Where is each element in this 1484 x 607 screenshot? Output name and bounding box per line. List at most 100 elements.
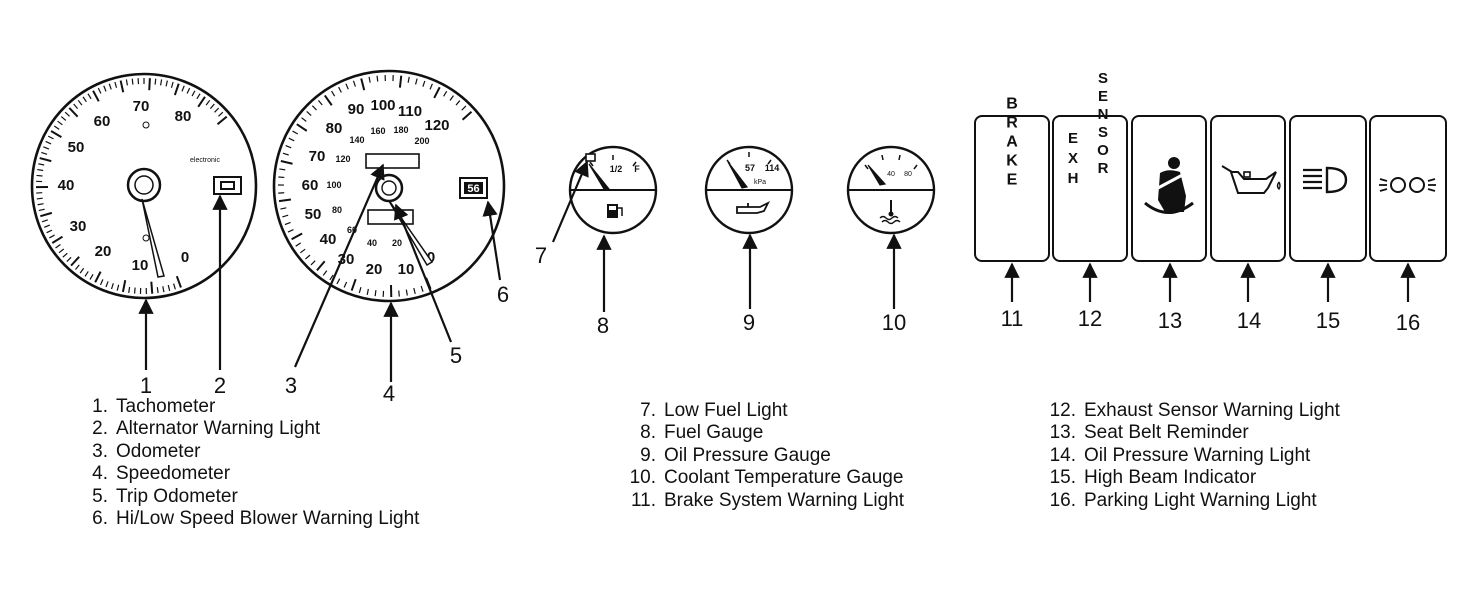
- kmh-num-100: 100: [326, 180, 341, 190]
- speedometer-tick: [350, 278, 357, 291]
- speedo-num-70: 70: [309, 148, 326, 165]
- coolant-mark-40: 40: [887, 171, 895, 178]
- speedometer-tick: [420, 285, 424, 292]
- callout-3: 3: [285, 373, 297, 398]
- legend-text: Exhaust Sensor Warning Light: [1084, 400, 1340, 421]
- legend-column-3: 12.Exhaust Sensor Warning Light 13.Seat …: [1046, 400, 1340, 512]
- legend-item: 4.Speedometer: [78, 463, 419, 485]
- speedometer-tick: [398, 290, 400, 297]
- speedometer-tick: [461, 105, 467, 111]
- speedo-num-60: 60: [302, 177, 319, 194]
- speedo-num-90: 90: [348, 101, 365, 118]
- legend-number: 9.: [640, 444, 656, 466]
- speedometer-tick: [415, 78, 418, 85]
- fuel-needle: [588, 163, 611, 190]
- coolant-needle: [867, 164, 887, 186]
- callout-13: 13: [1158, 308, 1182, 333]
- legend-text: Fuel Gauge: [664, 422, 764, 444]
- speedometer-tick: [343, 281, 348, 288]
- fuel-mark-half: 1/2: [610, 164, 623, 174]
- legend-item: 8.Fuel Gauge: [626, 422, 904, 444]
- tachometer-tick: [43, 146, 50, 150]
- callout-7: 7: [535, 243, 547, 268]
- callout-4: 4: [383, 381, 395, 406]
- legend-column-1: 1.Tachometer 2.Alternator Warning Light …: [78, 396, 419, 530]
- callout-16: 16: [1396, 310, 1420, 335]
- legend-number: 10.: [629, 467, 656, 489]
- kmh-num-80: 80: [332, 205, 342, 215]
- brake-warning-light: [974, 115, 1050, 262]
- tachometer-tick: [36, 197, 43, 200]
- speedometer-tick: [422, 80, 426, 87]
- speedo-num-80: 80: [326, 120, 343, 137]
- legend-text: Tachometer: [116, 396, 216, 417]
- tachometer-tick: [181, 85, 185, 92]
- legend-item: 6.Hi/Low Speed Blower Warning Light: [78, 508, 419, 530]
- kmh-num-20: 20: [392, 238, 402, 248]
- tach-num-10: 10: [132, 257, 149, 274]
- speedometer-tick: [295, 242, 302, 247]
- tachometer-tick: [66, 256, 72, 262]
- legend-text: Hi/Low Speed Blower Warning Light: [116, 508, 420, 530]
- tach-num-80: 80: [175, 108, 192, 125]
- arrow-7: [551, 160, 589, 243]
- tach-num-20: 20: [95, 243, 112, 260]
- legend-number: 15.: [1049, 467, 1076, 489]
- legend-item: 14.Oil Pressure Warning Light: [1046, 445, 1340, 467]
- speedo-num-50: 50: [305, 206, 322, 223]
- speedometer-kmh-numbers: 20 40 60 80 100 120 140 160 180 200: [326, 125, 429, 248]
- speedometer-tick: [301, 117, 307, 122]
- legend-number: 1.: [92, 396, 108, 417]
- tachometer-tick: [84, 271, 89, 277]
- callout-5: 5: [450, 343, 462, 368]
- tachometer-tick: [205, 99, 211, 106]
- legend-number: 5.: [92, 485, 108, 507]
- tachometer-tick: [73, 103, 79, 109]
- tachometer-tick: [43, 224, 50, 228]
- tachometer-tick: [41, 151, 48, 155]
- speedometer-tick: [407, 76, 410, 83]
- speedometer-tick: [285, 145, 292, 149]
- tachometer-tick: [197, 96, 206, 108]
- arrow-6: [482, 200, 502, 281]
- tachometer-tick: [51, 235, 64, 244]
- legend-item: 1. Tachometer: [78, 396, 419, 418]
- tachometer-tick: [125, 79, 128, 86]
- tachometer-tick: [128, 286, 131, 294]
- callout-9: 9: [743, 310, 755, 335]
- tachometer-tick: [45, 140, 52, 145]
- speedo-num-120: 120: [424, 117, 449, 134]
- arrow-3: [293, 163, 385, 368]
- speedometer-tick: [284, 221, 291, 226]
- speedometer-tick: [292, 130, 299, 135]
- speedometer-tick: [317, 99, 323, 106]
- tachometer-tick: [79, 267, 85, 274]
- exhaust-sensor-warning-light: [1052, 115, 1128, 262]
- kmh-num-40: 40: [367, 238, 377, 248]
- tachometer-tick: [99, 279, 104, 286]
- tachometer-tick: [214, 107, 220, 113]
- fuel-mark-full: F: [634, 164, 640, 174]
- tachometer-tick: [41, 219, 48, 223]
- callout-10: 10: [882, 310, 906, 335]
- trip-odometer-window: [367, 209, 414, 225]
- legend-text: Odometer: [116, 440, 201, 462]
- tachometer-tick: [108, 83, 112, 90]
- legend-text: Seat Belt Reminder: [1084, 422, 1249, 444]
- speedometer-tick: [461, 110, 473, 121]
- brake-label: BRAKE: [1004, 96, 1021, 191]
- speedometer-tick: [306, 111, 312, 116]
- legend-text: Low Fuel Light: [664, 400, 788, 421]
- tachometer-tick: [173, 283, 176, 290]
- speedometer-tick: [329, 274, 334, 281]
- legend-item: 7.Low Fuel Light: [626, 400, 904, 422]
- speedometer: 0 10 20 30 40 50 60 70 80 90 100 110 120…: [272, 69, 506, 303]
- tachometer-tick: [154, 78, 157, 85]
- speedometer-tick: [374, 290, 377, 297]
- speedometer-tick: [316, 260, 326, 272]
- tachometer-tick: [70, 256, 80, 267]
- tachometer-brand-label: electronic: [190, 157, 220, 164]
- legend-number: 14.: [1049, 444, 1076, 466]
- tachometer-tick: [36, 174, 43, 177]
- speedometer-mph-numbers: 0 10 20 30 40 50 60 70 80 90 100 110 120: [302, 97, 450, 278]
